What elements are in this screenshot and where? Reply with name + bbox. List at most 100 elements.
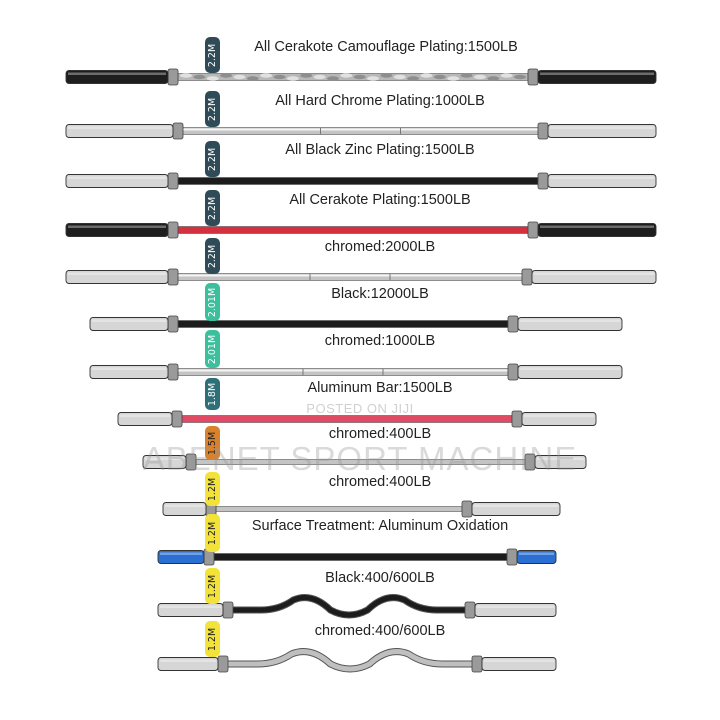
length-badge-text: 1.5M bbox=[207, 431, 218, 455]
camo-spot bbox=[180, 73, 192, 78]
length-badge-text: 1.2M bbox=[207, 627, 218, 651]
left-sleeve bbox=[142, 455, 187, 469]
right-sleeve bbox=[537, 70, 657, 84]
bar-spec-label: Surface Treatment: Aluminum Oxidation bbox=[251, 518, 509, 534]
collar bbox=[471, 655, 483, 673]
length-badge-text: 1.8M bbox=[207, 382, 218, 406]
barbell-12 bbox=[157, 594, 557, 619]
barbell-3 bbox=[65, 172, 657, 190]
right-sleeve bbox=[531, 270, 657, 284]
left-sleeve bbox=[89, 365, 169, 379]
length-badge: 2.01M bbox=[205, 330, 220, 368]
camo-spot bbox=[473, 74, 486, 80]
bar-spec-label: Black:12000LB bbox=[331, 286, 429, 302]
shaft bbox=[213, 553, 508, 561]
collar bbox=[507, 363, 519, 381]
left-sleeve-shine bbox=[160, 552, 202, 555]
shaft-highlight bbox=[178, 369, 508, 372]
camo-spot bbox=[433, 74, 446, 80]
right-sleeve-shine bbox=[474, 504, 558, 507]
length-badge-text: 1.2M bbox=[207, 521, 218, 545]
shaft-highlight bbox=[183, 128, 538, 131]
shaft bbox=[195, 459, 526, 465]
shaft bbox=[177, 226, 529, 234]
left-sleeve-shine bbox=[160, 605, 221, 608]
collar bbox=[464, 601, 476, 619]
left-sleeve-shine bbox=[145, 457, 184, 460]
bar-spec-label: All Black Zinc Plating:1500LB bbox=[285, 142, 475, 158]
right-sleeve-shine bbox=[520, 367, 620, 370]
camo-spot bbox=[286, 76, 299, 81]
barbell-5 bbox=[65, 268, 657, 286]
camo-spot bbox=[487, 76, 500, 81]
barbell-4 bbox=[65, 221, 657, 239]
curl-shaft bbox=[230, 595, 468, 618]
collar bbox=[167, 221, 179, 239]
left-sleeve bbox=[65, 124, 174, 138]
collar bbox=[167, 68, 179, 86]
bar-spec-label: All Hard Chrome Plating:1000LB bbox=[275, 93, 485, 109]
barbell-10 bbox=[162, 500, 561, 518]
left-sleeve-shine bbox=[92, 319, 166, 322]
barbell-9 bbox=[142, 453, 587, 471]
length-badge-text: 2.2M bbox=[207, 43, 218, 67]
camo-spot bbox=[326, 76, 339, 81]
right-sleeve-shine bbox=[477, 605, 554, 608]
bar-spec-label: All Cerakote Camouflage Plating:1500LB bbox=[254, 39, 518, 55]
camo-spot bbox=[514, 74, 526, 80]
camo-spot bbox=[353, 74, 366, 80]
left-sleeve bbox=[157, 603, 224, 617]
right-sleeve bbox=[517, 365, 623, 379]
right-sleeve-shine bbox=[519, 552, 554, 555]
barbell-1 bbox=[65, 68, 657, 86]
right-sleeve-shine bbox=[550, 126, 654, 129]
collar bbox=[167, 315, 179, 333]
right-sleeve-shine bbox=[550, 176, 654, 179]
camo-spot bbox=[220, 73, 233, 78]
length-badge-text: 2.01M bbox=[207, 334, 219, 364]
barbell-8 bbox=[117, 410, 597, 428]
left-sleeve-shine bbox=[120, 414, 170, 417]
right-sleeve-shine bbox=[524, 414, 594, 417]
camo-spot bbox=[447, 76, 460, 81]
shaft bbox=[181, 415, 513, 423]
shaft bbox=[177, 177, 539, 185]
right-sleeve-shine bbox=[484, 659, 554, 662]
barbell-13 bbox=[157, 648, 557, 673]
length-badge: 1.2M bbox=[205, 514, 220, 552]
length-badge-text: 1.2M bbox=[207, 477, 218, 501]
shaft-highlight bbox=[178, 274, 522, 277]
collar bbox=[524, 453, 536, 471]
length-badge: 1.2M bbox=[205, 568, 220, 604]
collar bbox=[171, 410, 183, 428]
collar bbox=[506, 548, 518, 566]
left-sleeve bbox=[157, 550, 205, 564]
right-sleeve-shine bbox=[540, 72, 654, 75]
right-sleeve-shine bbox=[534, 272, 654, 275]
collar bbox=[461, 500, 473, 518]
length-badge-text: 1.2M bbox=[207, 574, 218, 598]
left-sleeve-shine bbox=[68, 272, 166, 275]
right-sleeve bbox=[537, 223, 657, 237]
length-badge: 2.2M bbox=[205, 141, 220, 177]
length-badge: 1.2M bbox=[205, 621, 220, 657]
left-sleeve-shine bbox=[160, 659, 216, 662]
length-badge: 2.01M bbox=[205, 283, 220, 321]
left-sleeve-shine bbox=[68, 225, 166, 228]
camo-spot bbox=[340, 73, 353, 78]
collar bbox=[521, 268, 533, 286]
curl-shaft bbox=[225, 649, 475, 672]
collar bbox=[222, 601, 234, 619]
shaft bbox=[215, 506, 463, 512]
camo-spot bbox=[407, 76, 420, 81]
camo-spot bbox=[420, 73, 433, 78]
length-badge-text: 2.2M bbox=[207, 196, 218, 220]
camo-spot bbox=[233, 74, 246, 80]
length-badge: 2.2M bbox=[205, 91, 220, 127]
curl-shaft-outline bbox=[229, 594, 469, 619]
right-sleeve bbox=[474, 603, 557, 617]
camo-spot bbox=[260, 73, 273, 78]
collar bbox=[217, 655, 229, 673]
left-sleeve bbox=[117, 412, 173, 426]
